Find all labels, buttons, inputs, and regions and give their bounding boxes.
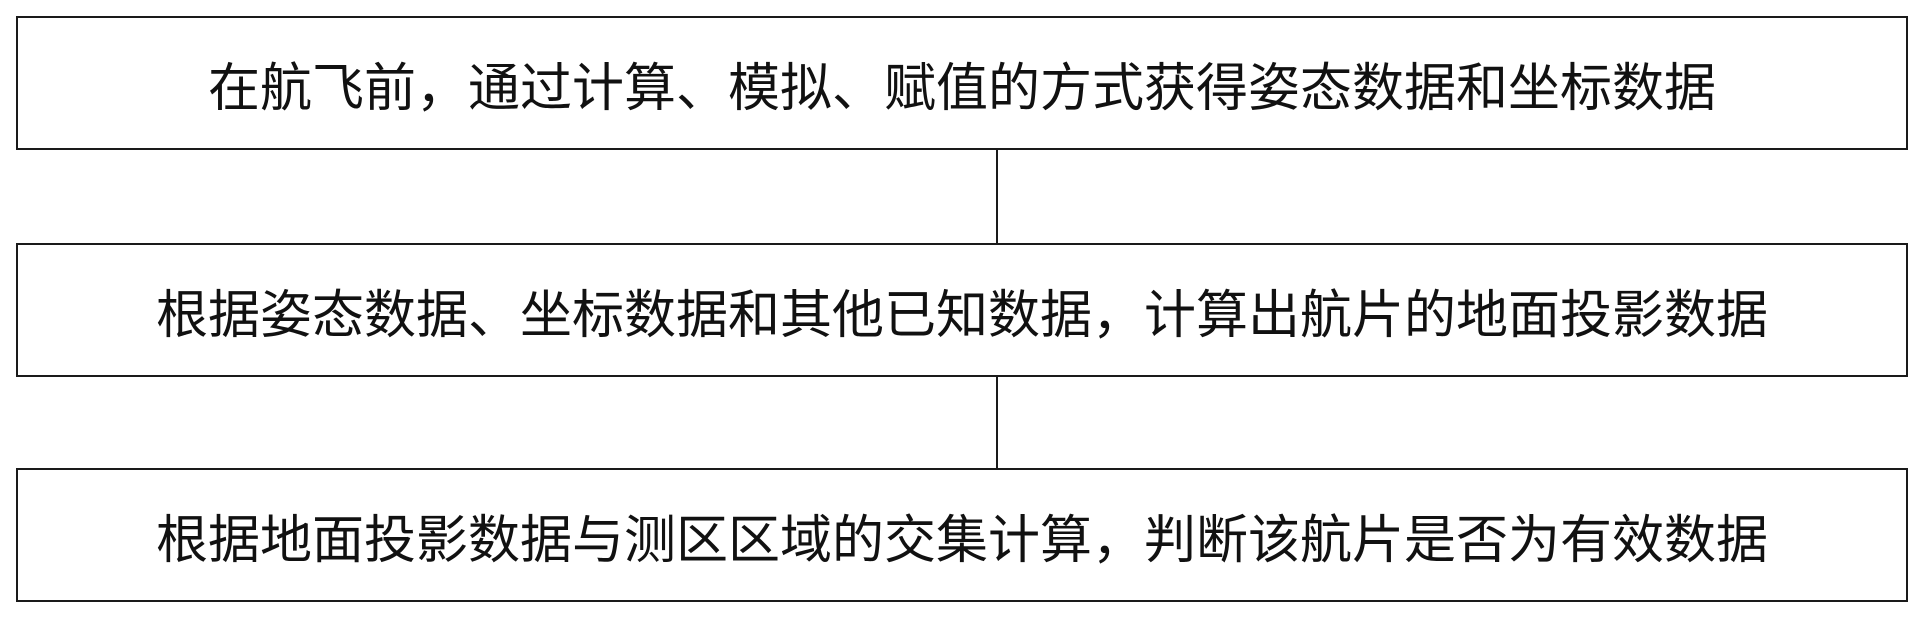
connector-line-2: [996, 377, 998, 468]
flow-step-1: 在航飞前，通过计算、模拟、赋值的方式获得姿态数据和坐标数据: [16, 16, 1908, 150]
flow-step-2-label: 根据姿态数据、坐标数据和其他已知数据，计算出航片的地面投影数据: [155, 285, 1768, 346]
flow-step-3: 根据地面投影数据与测区区域的交集计算，判断该航片是否为有效数据: [16, 468, 1908, 602]
connector-line-1: [996, 150, 998, 243]
flow-step-3-label: 根据地面投影数据与测区区域的交集计算，判断该航片是否为有效数据: [155, 510, 1768, 571]
flow-step-1-label: 在航飞前，通过计算、模拟、赋值的方式获得姿态数据和坐标数据: [207, 58, 1716, 119]
flow-step-2: 根据姿态数据、坐标数据和其他已知数据，计算出航片的地面投影数据: [16, 243, 1908, 377]
